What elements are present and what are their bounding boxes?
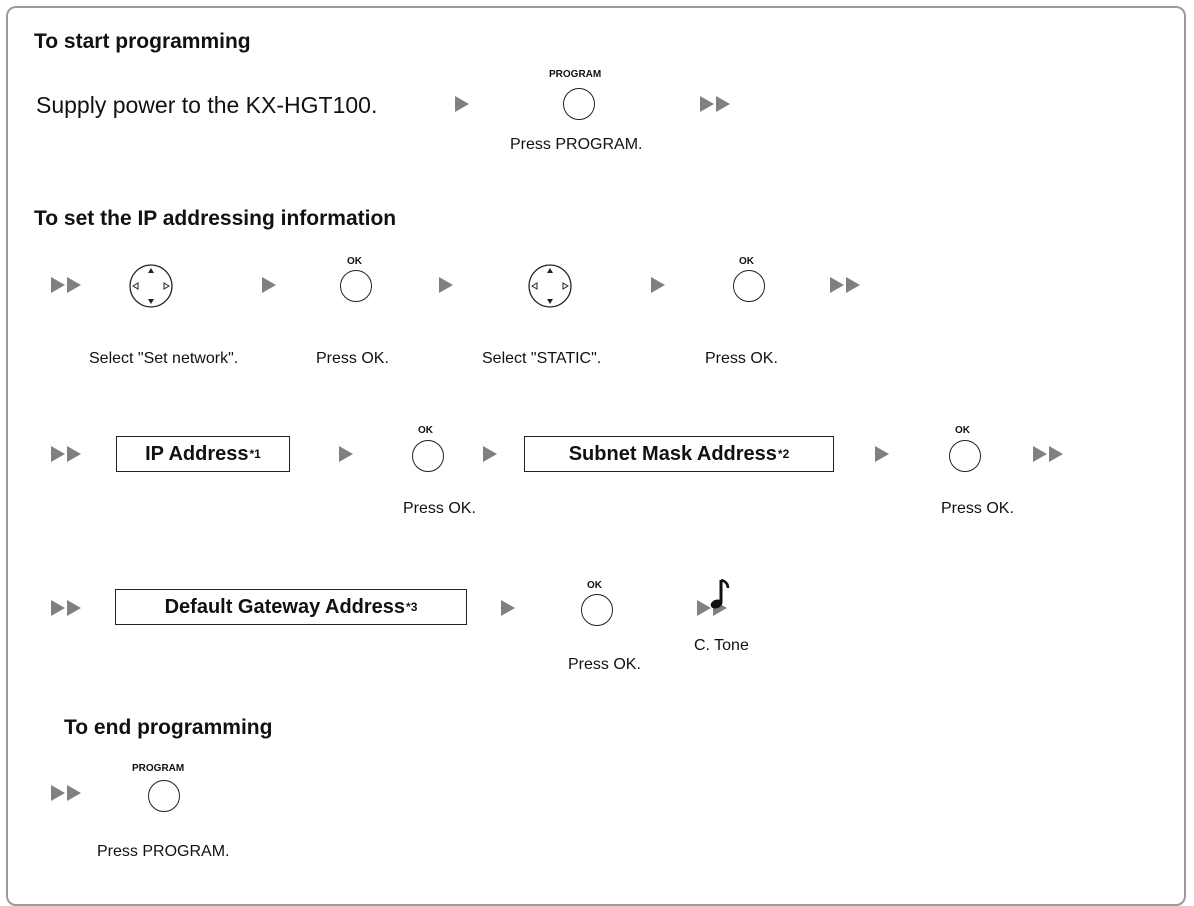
default-gateway-label: Default Gateway Address — [164, 595, 406, 618]
arrow-icon — [339, 446, 353, 462]
music-note-icon — [710, 578, 730, 609]
ip-address-box: IP Address*1 — [116, 436, 290, 472]
caption-press-ok: Press OK. — [568, 656, 641, 673]
program-button-label: PROGRAM — [549, 69, 602, 80]
arrow-icon — [651, 277, 665, 293]
footnote-mark: *3 — [406, 600, 418, 614]
navigator-key-icon[interactable] — [128, 263, 174, 309]
double-arrow-icon — [700, 96, 736, 112]
caption-press-ok: Press OK. — [403, 500, 476, 517]
ok-button-label: OK — [739, 256, 754, 267]
heading-end-programming: To end programming — [64, 716, 273, 739]
subnet-mask-box: Subnet Mask Address*2 — [524, 436, 834, 472]
heading-start-programming: To start programming — [34, 30, 251, 53]
ok-button-label: OK — [418, 425, 433, 436]
double-arrow-icon — [830, 277, 866, 293]
double-arrow-icon — [51, 446, 87, 462]
footnote-mark: *2 — [777, 447, 790, 461]
navigator-key-icon[interactable] — [527, 263, 573, 309]
ok-button[interactable] — [340, 270, 372, 302]
arrow-icon — [262, 277, 276, 293]
confirmation-tone-label: C. Tone — [694, 637, 749, 654]
arrow-icon — [483, 446, 497, 462]
ok-button-label: OK — [955, 425, 970, 436]
heading-set-ip: To set the IP addressing information — [34, 207, 397, 230]
default-gateway-box: Default Gateway Address*3 — [115, 589, 467, 625]
double-arrow-icon — [51, 277, 87, 293]
arrow-icon — [455, 96, 469, 112]
program-button[interactable] — [563, 88, 595, 120]
supply-power-text: Supply power to the KX-HGT100. — [36, 92, 378, 118]
caption-press-ok: Press OK. — [941, 500, 1014, 517]
arrow-icon — [875, 446, 889, 462]
ok-button[interactable] — [949, 440, 981, 472]
program-button-label: PROGRAM — [132, 763, 185, 774]
double-arrow-icon — [51, 600, 87, 616]
program-button[interactable] — [148, 780, 180, 812]
arrow-icon — [439, 277, 453, 293]
press-program-caption: Press PROGRAM. — [510, 136, 643, 153]
footnote-mark: *1 — [249, 447, 261, 461]
double-arrow-icon — [51, 785, 87, 801]
subnet-mask-label: Subnet Mask Address — [568, 442, 777, 465]
ok-button-label: OK — [587, 580, 602, 591]
caption-press-ok: Press OK. — [705, 350, 778, 367]
ok-button[interactable] — [733, 270, 765, 302]
double-arrow-icon — [1033, 446, 1069, 462]
ip-address-label: IP Address — [145, 442, 249, 465]
ok-button-label: OK — [347, 256, 362, 267]
ok-button[interactable] — [581, 594, 613, 626]
caption-press-ok: Press OK. — [316, 350, 389, 367]
press-program-caption: Press PROGRAM. — [97, 843, 230, 860]
arrow-icon — [501, 600, 515, 616]
ok-button[interactable] — [412, 440, 444, 472]
caption-select-set-network: Select "Set network". — [89, 350, 239, 367]
caption-select-static: Select "STATIC". — [482, 350, 602, 367]
